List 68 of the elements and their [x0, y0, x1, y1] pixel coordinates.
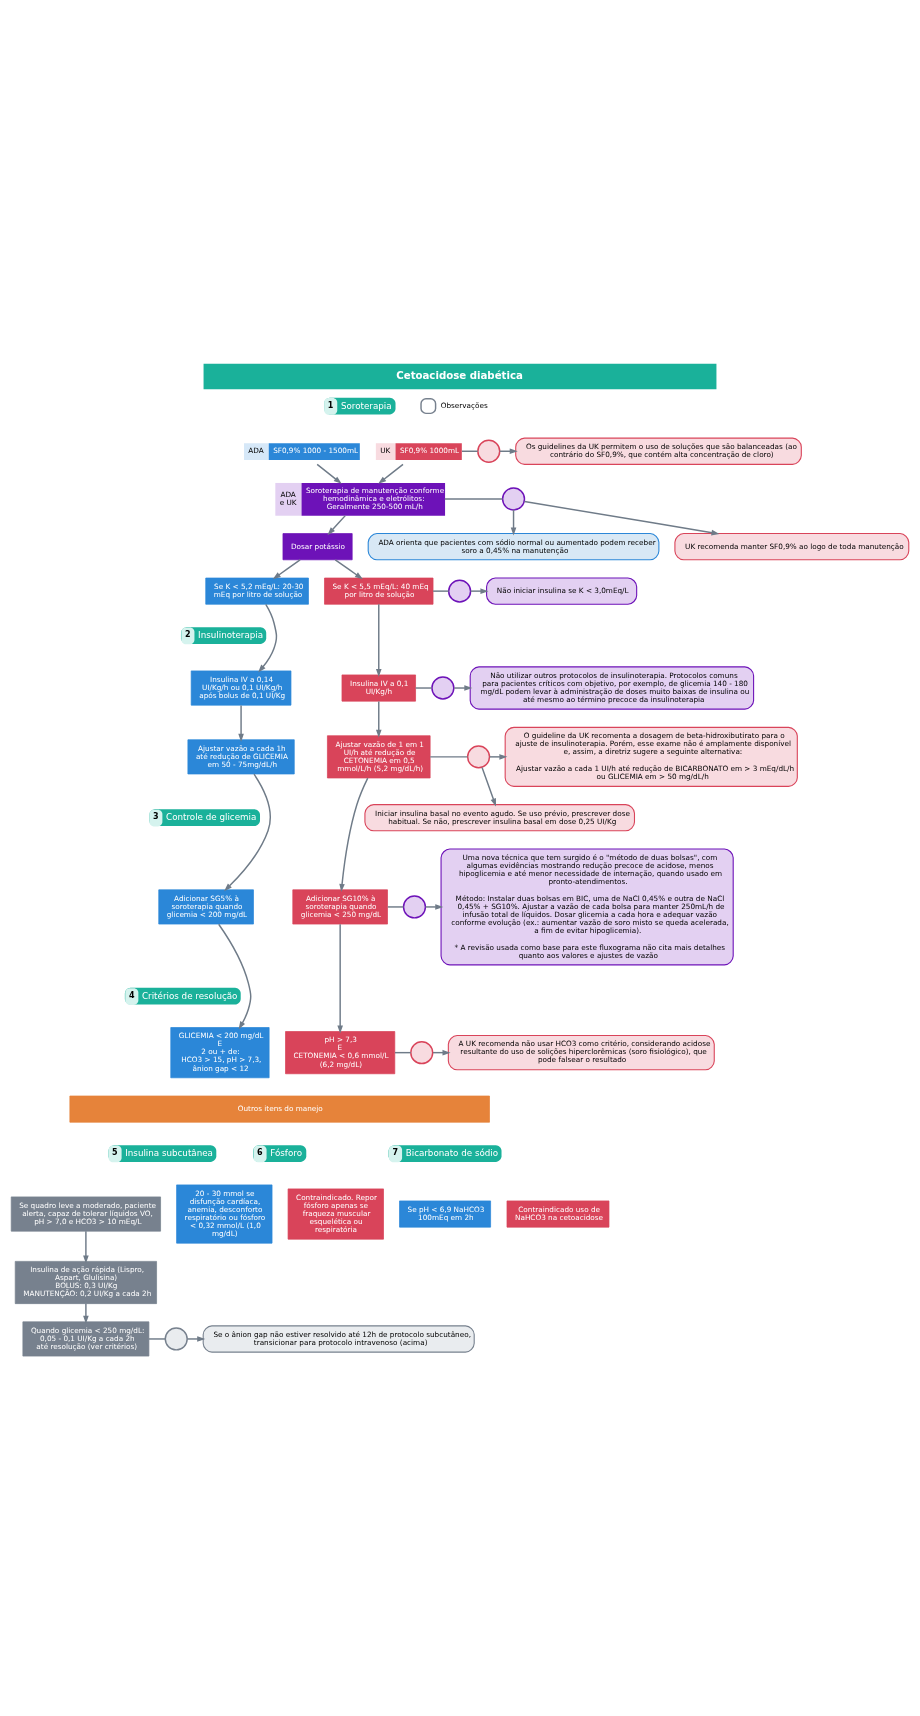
arrow	[339, 776, 369, 892]
arrow	[186, 1335, 206, 1342]
diagram-title: Cetoacidose diabética	[396, 369, 523, 381]
node-circle	[447, 578, 472, 603]
node-box: Quando glicemia < 250 mg/dL: 0,05 - 0,1 UI/Kg a cada 2h até resolução (ver critérios)	[22, 1320, 150, 1356]
node-circle	[164, 1326, 188, 1351]
node-box: Iniciar insulina basal no evento agudo. Se uso prévio, prescrever dose habitual. Se não, prescrever insulina basal em dose 0,25 UI/Kg	[364, 803, 636, 831]
arrow	[83, 1230, 89, 1264]
arrow	[488, 753, 508, 760]
node-circle	[410, 1040, 434, 1064]
node-box: Ajustar vazão de 1 em 1 UI/h até redução de CETONEMIA em 0,5 mmol/L/h (5,2 mg/dL/h)	[327, 734, 431, 778]
connector	[432, 589, 450, 592]
node-box: pH > 7,3 E CETONEMIA < 0,6 mmol/L (6,2 mg/dL)	[285, 1030, 396, 1074]
node-box: Insulina de ação rápida (Lispro, Aspart, Glulisina) BOLUS: 0,3 UI/Kg MANUTENÇÃO: 0,2 UI/Kg a cada 2h	[14, 1260, 157, 1304]
node-box: Adicionar SG10% à soroterapia quando glicemia < 250 mg/dL	[292, 888, 388, 924]
arrow	[83, 1302, 89, 1324]
arrow	[510, 508, 517, 536]
connector	[414, 686, 433, 689]
node-box: O guideline da UK recomenta a dosagem de beta-hidroxibutirato para o ajuste de insulinoterapia. Porém, esse exame não é amplamente disponível e, assim, a diretriz sugere a seguinte alternativa: Ajustar vazão a cada 1 UI/h até redução de BICARBONATO em > 3 mEq/dL/h ou GLICEMIA em > 50 mg/dL/h	[504, 726, 798, 787]
node-box: GLICEMIA < 200 mg/dL E 2 ou + de: HCO3 > 15, pH > 7,3, ânion gap < 12	[170, 1026, 270, 1078]
connector	[148, 1337, 166, 1340]
node-box: Se K < 5,2 mEq/L: 20-30 mEq por litro de solução	[205, 577, 309, 605]
node-circle	[477, 439, 501, 463]
arrow	[481, 766, 496, 807]
legend-label: Observações	[440, 400, 488, 410]
node-box: Outros itens do manejo	[69, 1095, 490, 1123]
arrow	[258, 603, 278, 672]
node-box: Não iniciar insulina se K < 3,0mEq/L	[486, 576, 638, 605]
arrow	[224, 772, 271, 891]
node-box: UK recomenda manter SF0,9% ao logo de toda manutenção	[674, 532, 910, 560]
arrow	[327, 514, 347, 535]
node-box: Se K < 5,5 mEq/L: 40 mEq por litro de solução	[324, 577, 434, 605]
arrow	[378, 463, 404, 484]
connector	[444, 497, 504, 500]
node-box: Se o ânion gap não estiver resolvido até 12h de protocolo subcutâneo, transicionar para protocolo intravenoso (acima)	[202, 1324, 475, 1353]
node-box: Adicionar SG5% à soroterapia quando glicemia < 200 mg/dL	[158, 888, 254, 924]
arrow	[337, 923, 343, 1034]
node-box: ADA orienta que pacientes com sódio normal ou aumentado podem receber soro a 0,45% na manutenção	[367, 532, 660, 560]
arrow	[523, 500, 720, 535]
node-box: Insulina IV a 0,14 UI/Kg/h ou 0,1 UI/Kg/h após bolus de 0,1 UI/Kg	[190, 670, 292, 705]
connector	[387, 905, 405, 908]
node-box: Dosar potássio	[282, 532, 353, 560]
arrow	[375, 700, 382, 738]
arrow	[334, 558, 363, 579]
node-box: Contraindicado. Repor fósforo apenas se fraqueza muscular esquelética ou respiratória	[287, 1188, 384, 1240]
node-circle	[431, 675, 455, 700]
node-box: Não utilizar outros protocolos de insulinoterapia. Protocolos comuns para pacientes críticos com objetivo, por exemplo, de glicemia 140 - 180 mg/dL podem levar à administração de doses muito baixas de insulina ou até mesmo ao término precoce da insulinoterapia	[469, 665, 755, 710]
arrow	[469, 587, 489, 594]
connector	[429, 755, 469, 758]
node-box: A UK recomenda não usar HCO3 como critério, considerando acidose resultante do uso de solições hiperclorêmicas (soro fisiológico), que pode falsear o resultado	[447, 1034, 715, 1070]
node-circle	[466, 744, 491, 769]
arrow	[218, 923, 252, 1029]
node-box: Se quadro leve a moderado, paciente alerta, capaz de tolerar líquidos VO, pH > 7,0 e HCO3 > 10 mEq/L	[10, 1196, 161, 1231]
arrow	[424, 903, 444, 910]
arrow	[316, 463, 342, 484]
node-box: Se pH < 6,9 NaHCO3 100mEq em 2h	[399, 1200, 491, 1227]
node-circle	[402, 894, 427, 919]
node-box: Uma nova técnica que tem surgido é o "método de duas bolsas", com algumas evidências mostrando redução precoce de acidose, menos hipoglicemia e até menor necessidade de internação, quando usado em pronto-atendimentos. Método: Instalar duas bolsas em BIC, uma de NaCl 0,45% e outra de NaCl 0,45% + SG10%. Ajustar a vazão de cada bolsa para manter 250mL/h de infusão total de líquidos. Dosar glicemia a cada hora e adequar vazão conforme evolução (ex.: aumentar vazão de soro misto se queda acelerada, a fim de evitar hipoglicemia). * A revisão usada como base para este fluxograma não cita mais detalhes quanto aos valores e ajustes de vazão	[440, 848, 734, 965]
arrow	[453, 684, 473, 691]
node-box: Os guidelines da UK permitem o uso de soluções que são balanceadas (ao contrário do SF0,9%, que contém alta concentração de cloro)	[515, 437, 802, 465]
arrow	[238, 704, 244, 742]
node-box: Ajustar vazão a cada 1h até redução de GLICEMIA em 50 - 75mg/dL/h	[187, 738, 295, 774]
arrow	[375, 603, 382, 677]
arrow	[272, 558, 301, 579]
node-box: Insulina IV a 0,1 UI/Kg/h	[341, 674, 416, 701]
node-circle	[501, 486, 526, 511]
node-box: Contraindicado uso de NaHCO3 na cetoacidose	[506, 1200, 610, 1227]
node-box: 20 - 30 mmol se disfunção cardíaca, anemia, desconforto respiratório ou fósforo < 0,32 mmol/L (1,0 mg/dL)	[176, 1184, 273, 1244]
